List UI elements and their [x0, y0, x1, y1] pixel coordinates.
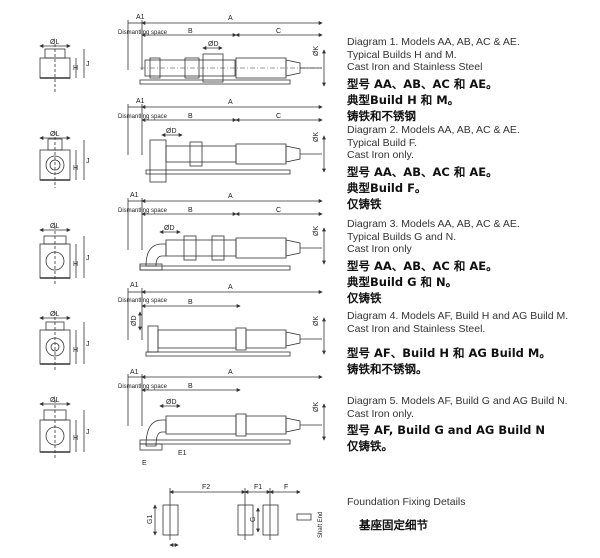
dim-a1-3: A1 — [130, 192, 139, 199]
caption-diagram-5: Diagram 5. Models AF, Build G and AG Bui… — [347, 395, 597, 454]
diagram-4-drawing — [39, 288, 326, 372]
caption-2-en-line-3: Cast Iron only. — [347, 149, 414, 161]
dim-h-2: H — [73, 165, 78, 172]
dim-l: ØL — [50, 39, 59, 46]
caption-4-cn-line-1: 型号 AF、Build H 和 AG Build M。 — [347, 346, 551, 360]
dim-j-2: J — [86, 158, 90, 165]
caption-3-cn-line-2: 典型Build G 和 N。 — [347, 274, 458, 289]
caption-diagram-4: Diagram 4. Models AF, Build H and AG Bui… — [347, 310, 597, 377]
caption-2-cn-line-2: 典型Build F。 — [347, 180, 427, 195]
dim-dismantling: Dismantling space — [118, 30, 168, 36]
caption-4-en-line-1: Diagram 4. Models AF, Build H and AG Bui… — [347, 310, 569, 322]
dim-a-3: A — [228, 193, 233, 200]
dim-d-4: ØD — [131, 316, 138, 327]
dim-a1: A1 — [136, 14, 145, 21]
caption-1-en-line-3: Cast Iron and Stainless Steel — [347, 61, 483, 73]
diagram-5-drawing — [39, 374, 326, 458]
dim-k-5: ØK — [313, 402, 320, 412]
caption-diagram-3: Diagram 3. Models AA, AB, AC & AE. Typic… — [347, 218, 597, 306]
dim-f: F — [284, 484, 288, 491]
caption-5-en-line-1: Diagram 5. Models AF, Build G and AG Bui… — [347, 395, 568, 407]
diagram-1-drawing — [39, 20, 326, 92]
dim-j-3: J — [86, 255, 90, 262]
dim-d-3: ØD — [164, 225, 175, 232]
dim-a: A — [228, 15, 233, 22]
dim-a-2: A — [228, 99, 233, 106]
dim-g1: G1 — [147, 515, 154, 524]
dim-k: ØK — [313, 46, 320, 56]
caption-diagram-1: Diagram 1. Models AA, AB, AC & AE. Typic… — [347, 36, 597, 124]
dim-b-3: B — [188, 207, 193, 214]
dim-h-4: H — [73, 347, 78, 354]
caption-diagram-2: Diagram 2. Models AA, AB, AC & AE. Typic… — [347, 124, 597, 212]
caption-3-cn-line-1: 型号 AA、AB、AC 和 AE。 — [347, 258, 498, 273]
caption-3-en-line-2: Typical Builds G and N. — [347, 230, 457, 243]
caption-2-cn-line-1: 型号 AA、AB、AC 和 AE。 — [347, 164, 498, 179]
dim-k-4: ØK — [313, 316, 320, 326]
dim-a1-5: A1 — [130, 369, 139, 376]
foundation-en: Foundation Fixing Details — [347, 496, 466, 508]
dim-d: ØD — [208, 41, 219, 48]
dim-shaft-end: Shaft End — [318, 512, 324, 538]
caption-2-cn-line-3: 仅铸铁 — [347, 196, 382, 211]
caption-5-en-line-2: Cast Iron only. — [347, 407, 414, 420]
dim-f2: F2 — [202, 484, 210, 491]
dim-a-4: A — [228, 284, 233, 291]
foundation-cn: 基座固定细节 — [359, 517, 428, 532]
caption-1-cn-line-2: 典型Build H 和 M。 — [347, 92, 460, 107]
caption-1-en-line-2: Typical Builds H and M. — [347, 48, 457, 61]
caption-4-en-line-2: Cast Iron and Stainless Steel. — [347, 322, 486, 335]
dim-j-5: J — [86, 429, 90, 436]
dim-c: C — [276, 28, 281, 35]
dim-a1-4: A1 — [130, 282, 139, 289]
dim-h-5: H — [73, 435, 78, 442]
dim-e: E — [142, 460, 147, 467]
diagram-3-drawing — [39, 198, 326, 286]
caption-3-en-line-1: Diagram 3. Models AA, AB, AC & AE. — [347, 218, 520, 230]
dim-d-5: ØD — [166, 399, 177, 406]
dim-h: H — [73, 65, 78, 72]
caption-4-cn-line-2: 铸铁和不锈钢。 — [347, 362, 428, 376]
dim-c-3: C — [276, 207, 281, 214]
dim-l-2: ØL — [50, 131, 59, 138]
dim-a-5: A — [228, 369, 233, 376]
dim-l-5: ØL — [50, 397, 59, 404]
dim-dismantling-5: Dismantling space — [118, 384, 168, 390]
caption-3-cn-line-3: 仅铸铁 — [347, 290, 382, 305]
foundation-drawing — [153, 488, 312, 547]
dim-dismantling-2: Dismantling space — [118, 114, 168, 120]
dim-b: B — [188, 28, 193, 35]
dim-dismantling-4: Dismantling space — [118, 298, 168, 304]
caption-foundation: Foundation Fixing Details 基座固定细节 — [347, 496, 597, 533]
dim-b-4: B — [188, 299, 193, 306]
dim-l-4: ØL — [50, 311, 59, 318]
caption-1-en-line-1: Diagram 1. Models AA, AB, AC & AE. — [347, 36, 520, 48]
caption-2-en-line-1: Diagram 2. Models AA, AB, AC & AE. — [347, 124, 520, 136]
dim-e1: E1 — [178, 450, 187, 457]
caption-5-cn-line-1: 型号 AF, Build G and AG Build N — [347, 423, 546, 437]
dim-b-2: B — [188, 113, 193, 120]
dim-b-5: B — [188, 383, 193, 390]
dim-dismantling-3: Dismantling space — [118, 208, 168, 214]
dim-f1: F1 — [254, 484, 262, 491]
caption-5-cn-line-2: 仅铸铁。 — [347, 439, 393, 453]
dim-d-2: ØD — [166, 128, 177, 135]
dim-g: G — [250, 517, 257, 522]
dim-j: J — [86, 61, 90, 68]
dim-k-2: ØK — [313, 132, 320, 142]
caption-2-en-line-2: Typical Build F. — [347, 136, 418, 149]
caption-1-cn-line-3: 铸铁和不锈钢 — [347, 108, 416, 123]
dim-h-3: H — [73, 261, 78, 268]
dim-k-3: ØK — [313, 226, 320, 236]
dim-l-3: ØL — [50, 223, 59, 230]
dim-j-4: J — [86, 341, 90, 348]
caption-3-en-line-3: Cast Iron only — [347, 243, 412, 255]
diagram-2-drawing — [39, 104, 326, 188]
caption-1-cn-line-1: 型号 AA、AB、AC 和 AE。 — [347, 76, 498, 91]
dim-c-2: C — [276, 113, 281, 120]
dim-a1-2: A1 — [136, 98, 145, 105]
